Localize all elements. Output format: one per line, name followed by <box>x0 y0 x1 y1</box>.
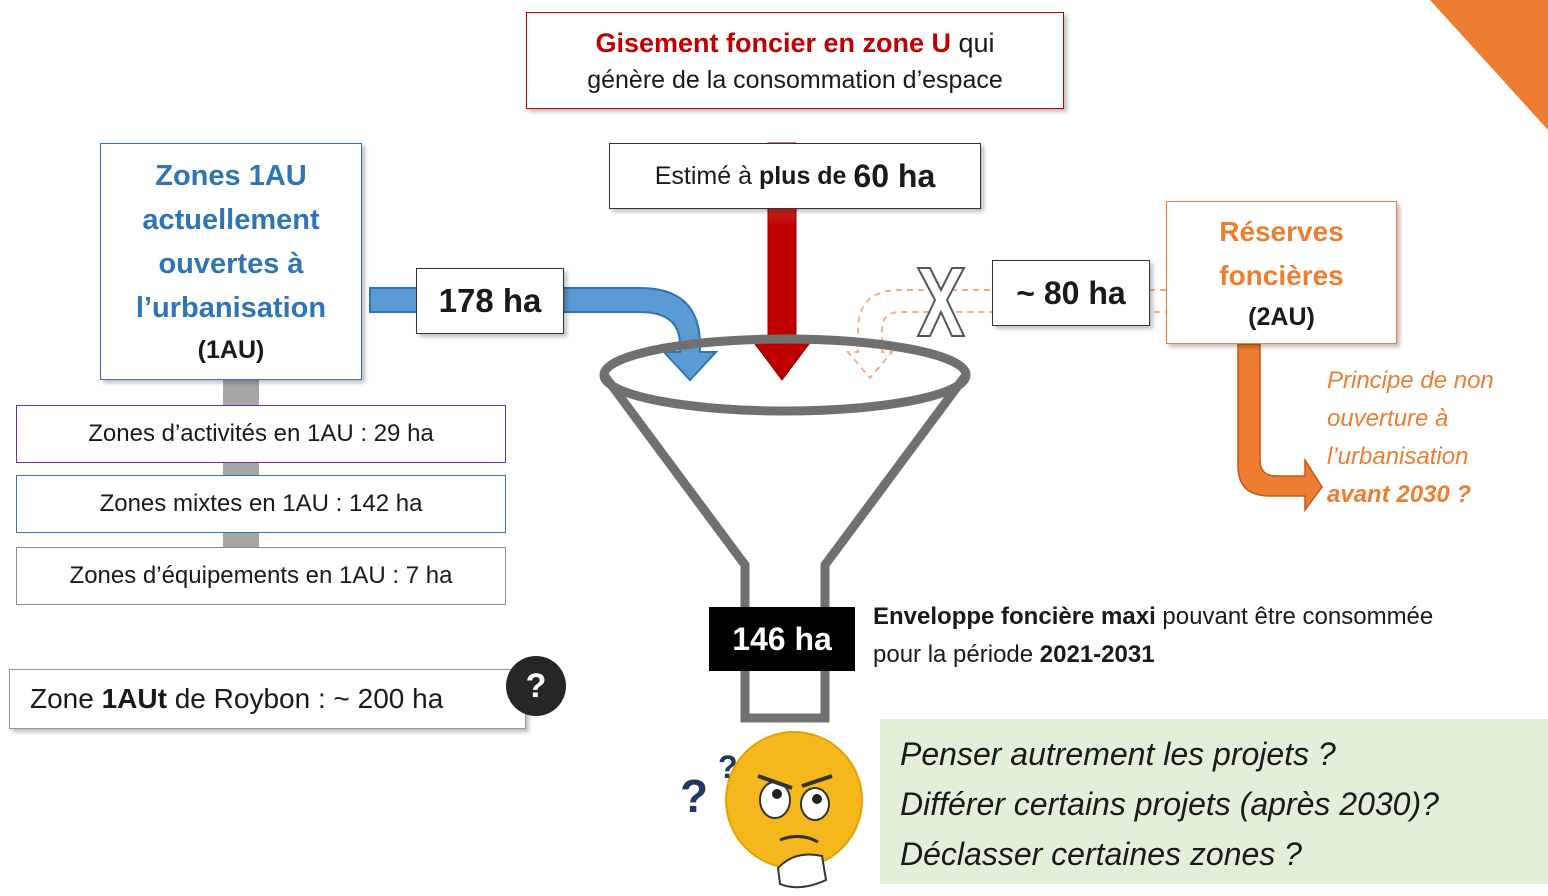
zones-1au-line-4: l’urbanisation <box>135 291 327 324</box>
zones-1au-line-2: actuellement <box>142 203 320 236</box>
gisement-line2: génère de la consommation d’espace <box>587 65 1003 94</box>
funnel <box>599 334 971 723</box>
estime-bold: plus de <box>758 161 854 190</box>
estime-prefix: Estimé à <box>654 161 759 190</box>
flow-2au-value: ~ 80 ha <box>992 260 1150 326</box>
question-2: Différer certains projets (après 2030)? <box>900 786 1439 822</box>
principe-line-3: l’urbanisation <box>1327 443 1469 470</box>
orange-arrow-principe <box>1237 343 1323 513</box>
reserves-code: (2AU) <box>1248 302 1315 331</box>
enveloppe-prefix-2: pour la période <box>873 641 1040 668</box>
questions-box: Penser autrement les projets ? Différer … <box>880 719 1548 884</box>
reserves-box: Réserves foncières (2AU) <box>1166 201 1397 344</box>
orange-dashed-arrow-2au <box>845 289 1166 380</box>
estime-box: Estimé à plus de 60 ha <box>609 143 981 209</box>
principe-bold: avant 2030 ? <box>1327 481 1472 508</box>
emoji-question-mark-small: ? <box>718 749 738 785</box>
emoji-question-mark-large: ? <box>680 770 708 822</box>
enveloppe-rest-1: pouvant être consommée <box>1155 603 1434 630</box>
estime-value: 60 ha <box>853 157 936 194</box>
thinking-emoji <box>725 731 863 889</box>
roybon-box: Zone 1AUt de Roybon : ~ 200 ha <box>9 669 526 729</box>
block-x-mark <box>916 267 966 337</box>
roybon-suffix: de Roybon : ~ 200 ha <box>166 683 444 714</box>
zones-1au-code: (1AU) <box>197 335 265 364</box>
enveloppe-text: Enveloppe foncière maxi pouvant être con… <box>873 598 1543 674</box>
reserves-line-1: Réserves <box>1219 215 1344 247</box>
roybon-bold: 1AUt <box>101 683 167 714</box>
reserves-line-2: foncières <box>1219 259 1344 291</box>
question-badge-icon: ? <box>506 656 566 716</box>
subzone-mixtes: Zones mixtes en 1AU : 142 ha <box>16 475 506 533</box>
roybon-prefix: Zone <box>30 683 102 714</box>
question-1: Penser autrement les projets ? <box>900 736 1336 772</box>
principe-line-1: Principe de non <box>1327 367 1494 394</box>
result-value: 146 ha <box>709 607 855 671</box>
gisement-title-rest: qui <box>951 27 995 58</box>
gisement-title-bold: Gisement foncier en zone U <box>595 27 952 58</box>
enveloppe-bold-1: Enveloppe foncière maxi <box>873 603 1156 630</box>
subzone-equipements: Zones d’équipements en 1AU : 7 ha <box>16 547 506 605</box>
zones-1au-line-3: ouvertes à <box>158 247 304 280</box>
orange-corner-decoration <box>1430 0 1548 130</box>
gisement-box: Gisement foncier en zone U qui génère de… <box>526 12 1064 109</box>
question-3: Déclasser certaines zones ? <box>900 836 1302 872</box>
enveloppe-bold-2: 2021-2031 <box>1039 641 1155 668</box>
subzone-activites: Zones d’activités en 1AU : 29 ha <box>16 405 506 463</box>
principe-text: Principe de non ouverture à l’urbanisati… <box>1327 362 1547 514</box>
zones-1au-line-1: Zones 1AU <box>155 159 307 192</box>
principe-line-2: ouverture à <box>1327 405 1449 432</box>
zones-1au-box: Zones 1AU actuellement ouvertes à l’urba… <box>100 143 362 380</box>
flow-1au-value: 178 ha <box>416 268 564 334</box>
